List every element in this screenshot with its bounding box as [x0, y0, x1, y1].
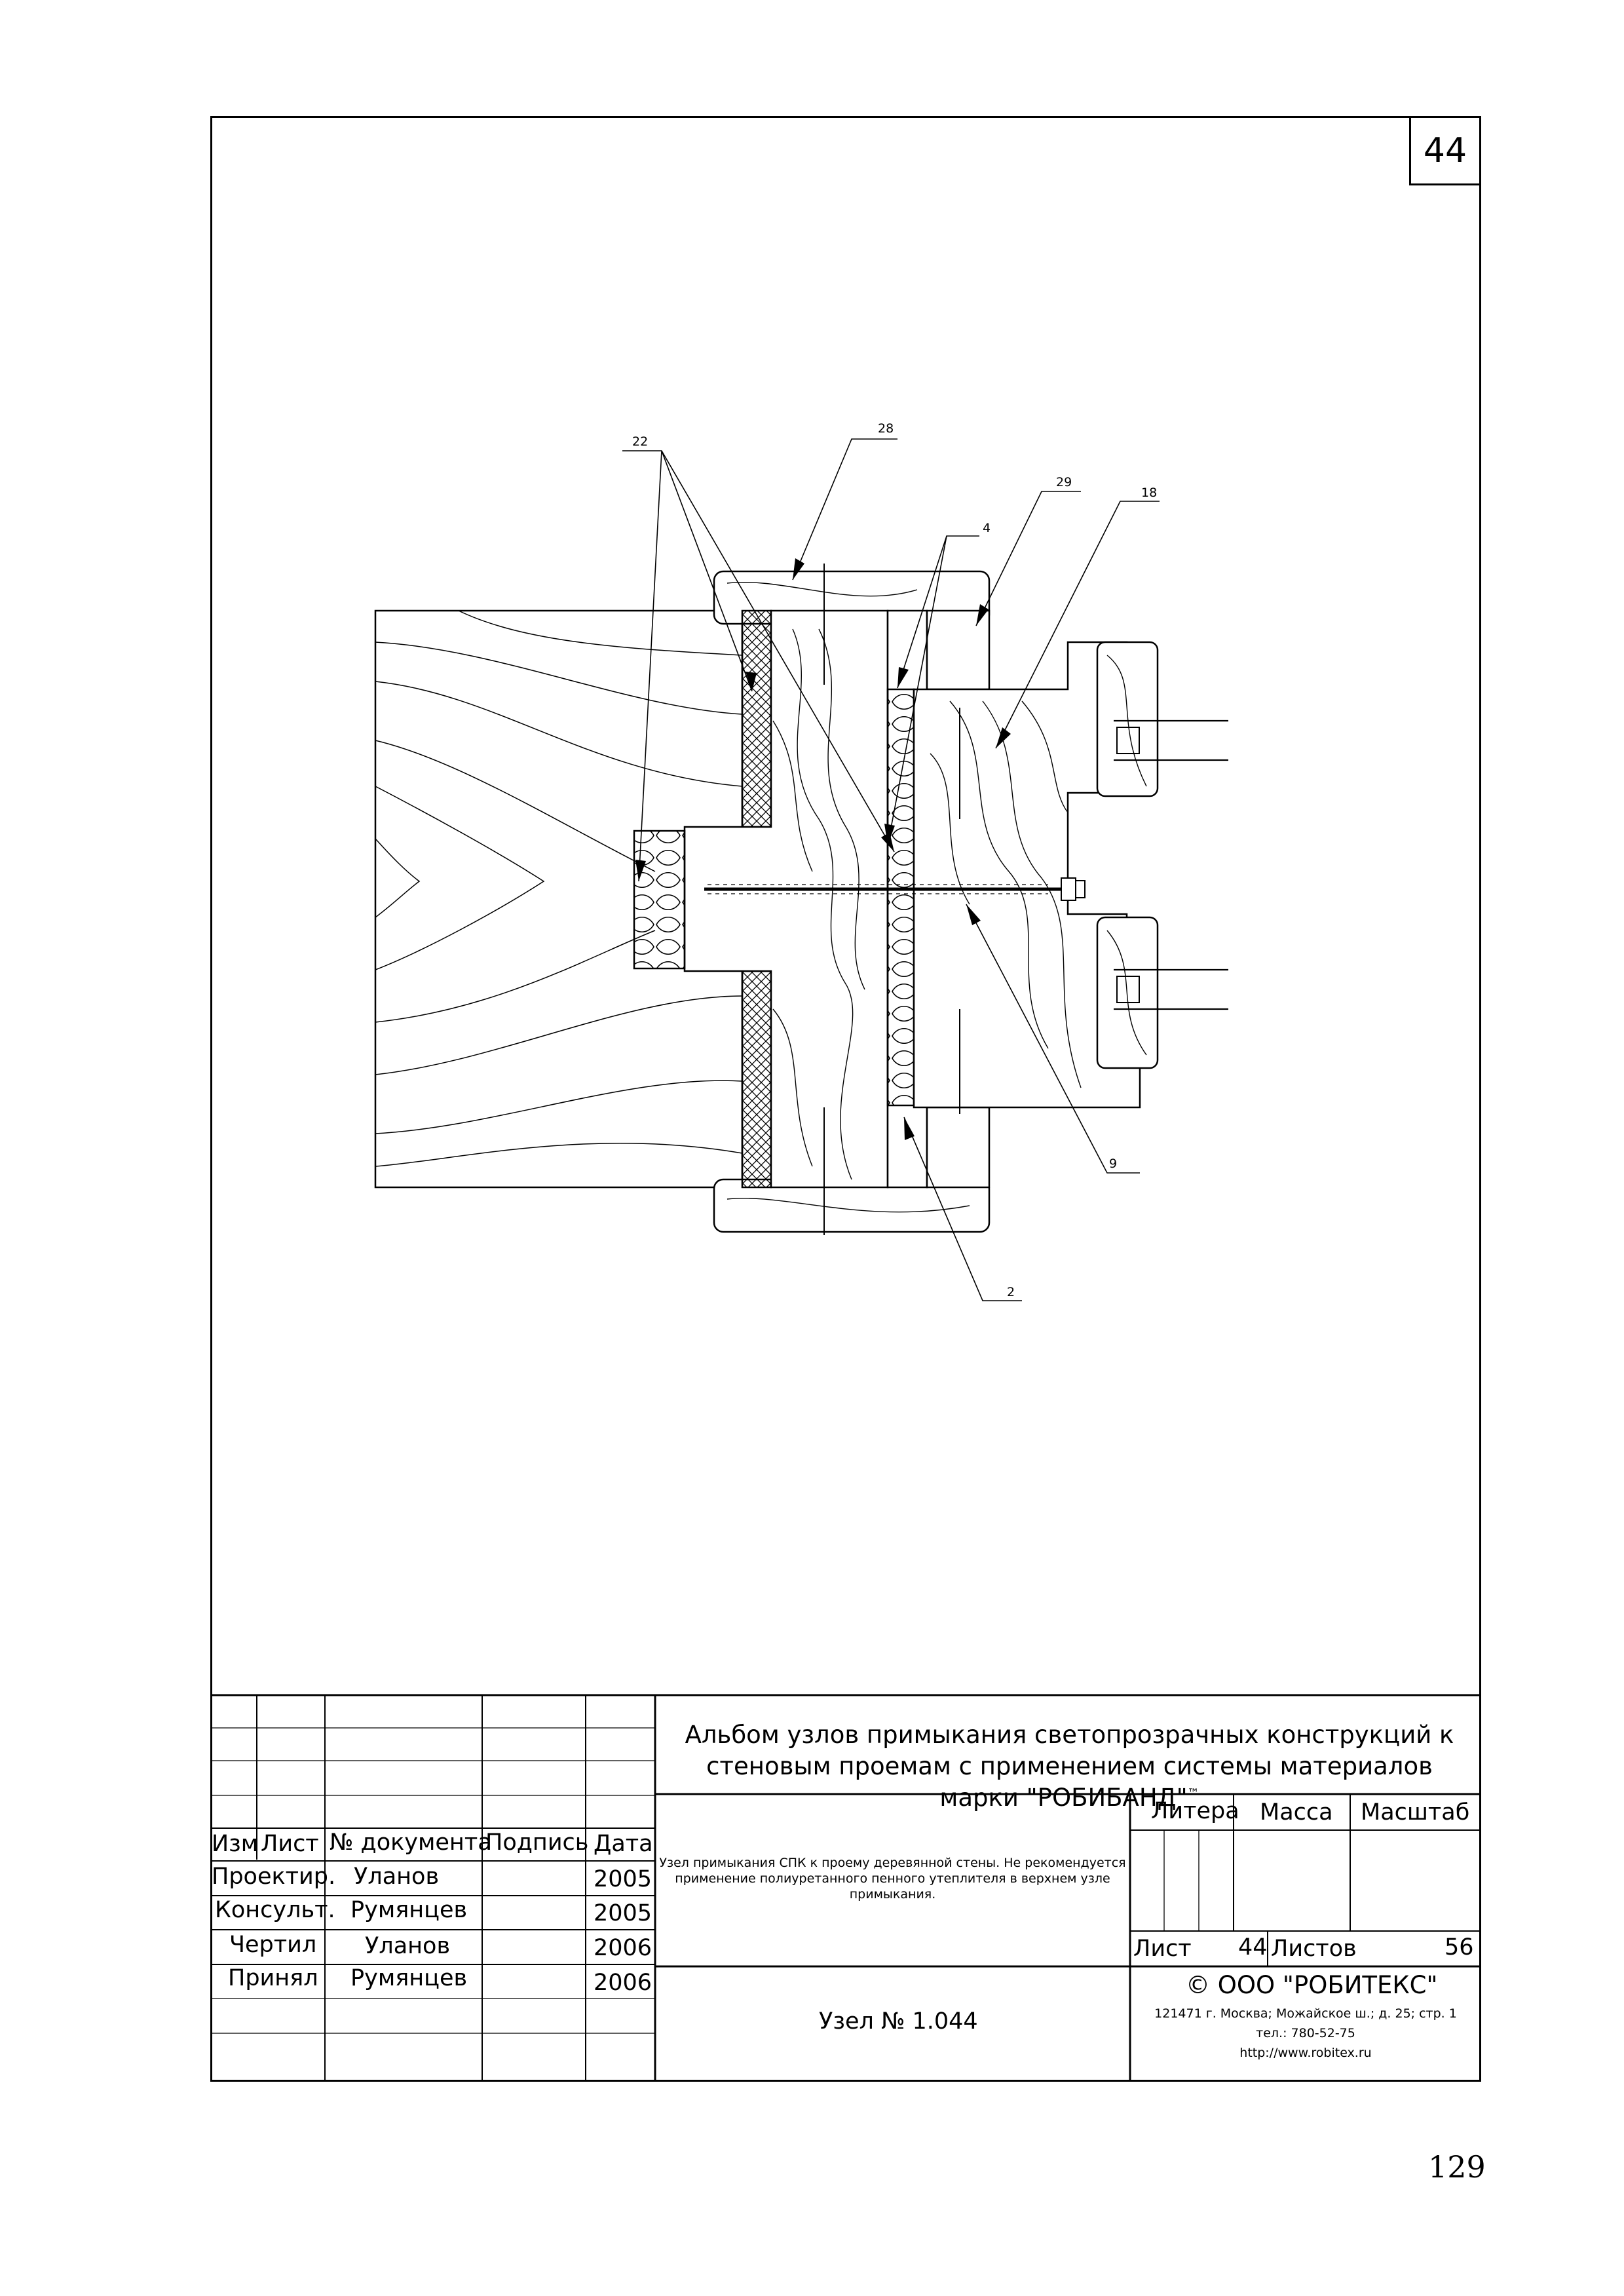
header-date: Дата [594, 1831, 653, 1857]
year-row-2: 2005 [594, 1900, 652, 1926]
company-phone: тел.: 780-52-75 [1256, 2026, 1355, 2040]
callout-2: 2 [1007, 1285, 1015, 1299]
company-name: © ООО "РОБИТЕКС" [1186, 1971, 1438, 1999]
name-row-4: Румянцев [350, 1965, 468, 1991]
window-profile [886, 609, 1228, 1189]
callout-28: 28 [878, 421, 894, 436]
role-row-2: Консульт. [215, 1897, 335, 1923]
litera-label: Литера [1151, 1798, 1239, 1824]
company-website: http://www.robitex.ru [1239, 2046, 1372, 2060]
sheets-label: Листов [1271, 1936, 1357, 1962]
sheet-value: 44 [1238, 1934, 1268, 1961]
page-number: 129 [1428, 2149, 1486, 2185]
callout-4: 4 [983, 521, 991, 535]
node-title: Узел № 1.044 [819, 2008, 978, 2035]
screw [704, 877, 1086, 901]
callout-labels: 22 28 29 18 4 9 2 [632, 421, 1157, 1299]
technical-drawing: 22 28 29 18 4 9 2 [374, 421, 1228, 1301]
header-doc-number: № документа [330, 1829, 492, 1856]
role-row-1: Проектир. [212, 1864, 336, 1890]
callout-29: 29 [1056, 475, 1072, 489]
trademark-symbol: ™ [1187, 1786, 1199, 1801]
year-row-4: 2006 [594, 1970, 652, 1996]
role-row-3: Чертил [229, 1932, 317, 1958]
header-list: Лист [261, 1831, 319, 1857]
callout-leaders [622, 438, 1160, 1301]
role-row-4: Принял [228, 1965, 318, 1991]
callout-18: 18 [1141, 486, 1157, 500]
callout-arrowheads [635, 558, 1011, 1140]
sheet-label: Лист [1133, 1936, 1192, 1962]
sheet-number-box: 44 [1409, 116, 1481, 185]
node-description: Узел примыкания СПК к проему деревянной … [659, 1856, 1126, 1902]
massa-label: Масса [1260, 1799, 1333, 1826]
year-row-1: 2005 [594, 1866, 652, 1892]
album-title: Альбом узлов примыкания светопрозрачных … [685, 1721, 1454, 1812]
callout-22: 22 [632, 434, 648, 449]
header-izm: Изм [212, 1831, 259, 1857]
name-row-3: Уланов [365, 1933, 451, 1959]
masshtab-label: Масштаб [1361, 1799, 1470, 1826]
year-row-3: 2006 [594, 1935, 652, 1961]
name-row-2: Румянцев [350, 1897, 468, 1923]
sheets-value: 56 [1445, 1934, 1474, 1961]
header-signature: Подпись [485, 1829, 589, 1856]
callout-9: 9 [1109, 1157, 1117, 1171]
drawing-frame [210, 116, 1481, 2082]
name-row-1: Уланов [354, 1864, 440, 1890]
company-address: 121471 г. Москва; Можайское ш.; д. 25; с… [1154, 2006, 1457, 2021]
title-block-grid [210, 1694, 1481, 2082]
fastener-pins [823, 564, 960, 1235]
